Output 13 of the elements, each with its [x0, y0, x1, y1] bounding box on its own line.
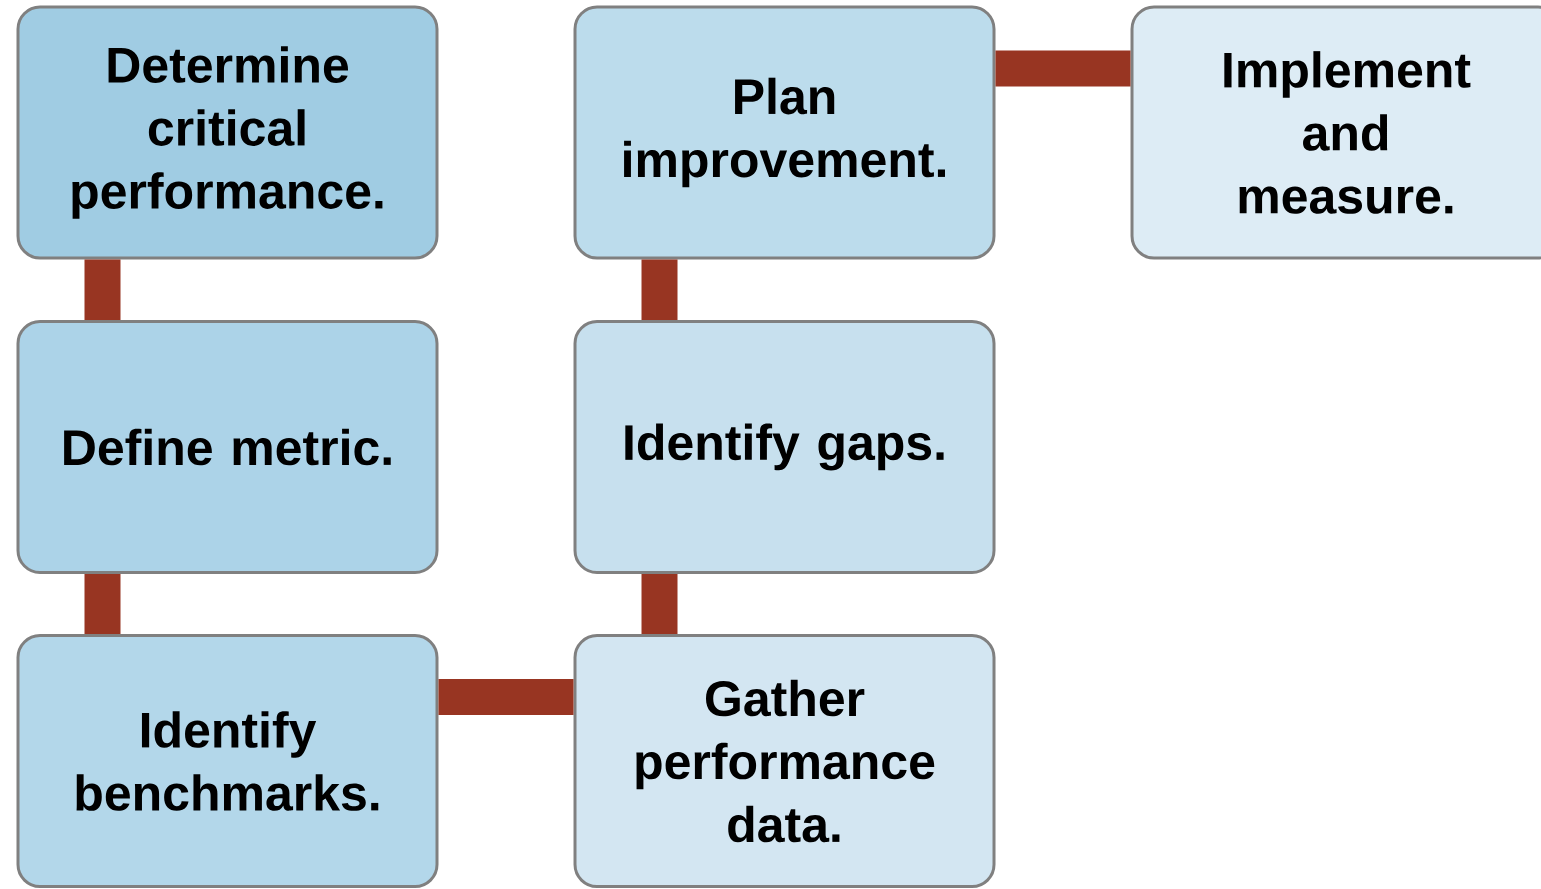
connector-bar: [438, 679, 574, 715]
process-box: Identify benchmarks.: [16, 634, 439, 888]
connector-bar: [84, 574, 121, 634]
process-box: Identify gaps.: [573, 320, 996, 574]
process-box: Plan improvement.: [573, 5, 996, 260]
connector-bar: [641, 259, 678, 320]
process-box: Implement and measure.: [1130, 5, 1541, 260]
connector-bar: [641, 574, 678, 634]
process-box: Define metric.: [16, 320, 439, 574]
connector-bar: [84, 259, 121, 320]
connector-bar: [995, 50, 1131, 87]
process-box: Gather performance data.: [573, 634, 996, 888]
process-box: Determine critical performance.: [16, 5, 439, 260]
